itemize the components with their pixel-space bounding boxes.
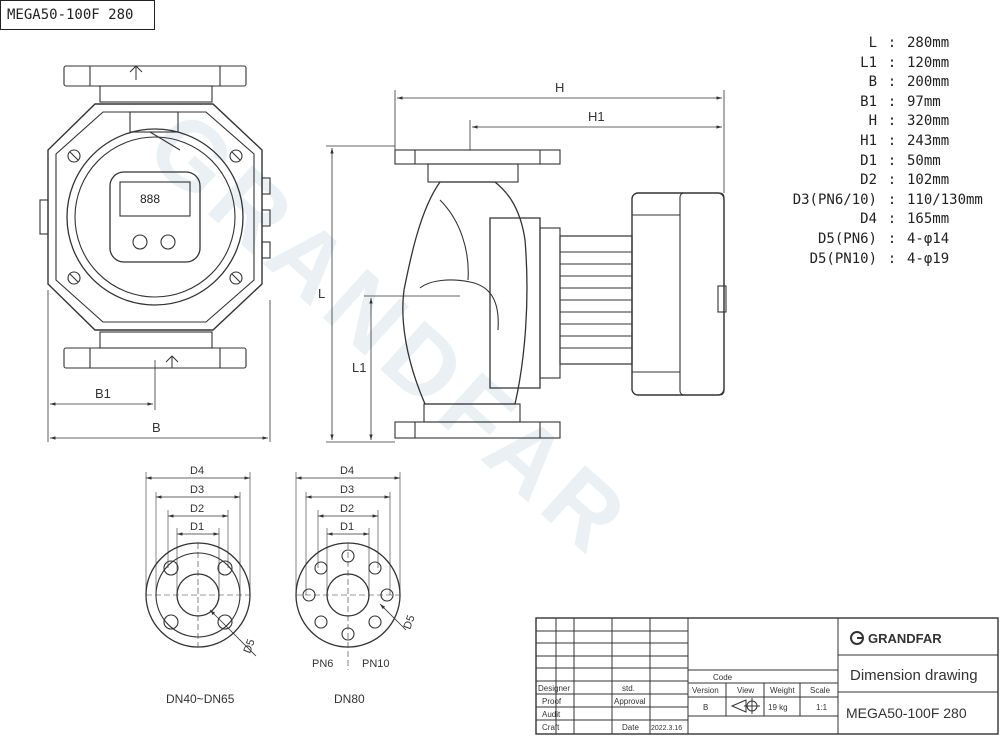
spec-key: L [868,35,877,51]
spec-row: L1:120mm [770,54,983,74]
spec-key: D5(PN10) [809,250,877,267]
spec-row: D3(PN6/10):110/130mm [770,191,983,211]
val-version: B [703,703,708,712]
role-craft: Craft [542,723,560,732]
spec-row: B:200mm [770,73,983,93]
spec-key: D1 [860,152,877,169]
spec-value: 200mm [907,74,950,91]
dim-l1: L1 [352,360,366,375]
spec-value: 4-φ19 [907,250,950,267]
flange2-pn6: PN6 [312,658,333,670]
dim-h1: H1 [588,109,605,124]
flange1-caption: DN40~DN65 [166,692,235,706]
dim-h: H [555,80,564,95]
model-number: MEGA50-100F 280 [846,705,967,721]
flange2-d3: D3 [340,484,354,496]
spec-value: 280mm [907,35,950,51]
spec-value: 165mm [907,211,950,228]
spec-row: B1:97mm [770,93,983,113]
flange2-d5: D5 [402,614,418,631]
role-audit: Audit [542,710,561,719]
spec-key: B1 [860,93,877,110]
flange1-d1: D1 [190,521,204,533]
code-label: Code [713,673,733,682]
spec-row: L:280mm [770,34,983,54]
spec-list: L:280mm L1:120mm B:200mm B1:97mm H:320mm… [770,34,983,269]
spec-value: 50mm [907,152,941,169]
spec-value: 120mm [907,54,950,71]
dim-b1: B1 [95,386,111,401]
flange1-d2: D2 [190,503,204,515]
doc-title: Dimension drawing [850,667,978,684]
spec-value: 97mm [907,93,941,110]
date-label: Date [622,723,639,732]
flange1-d3: D3 [190,484,204,496]
std-label: std. [622,684,635,693]
flange-view-dn40-65 [145,472,257,657]
flange2-d2: D2 [340,503,354,515]
spec-key: D3(PN6/10) [792,191,877,208]
spec-row: H:320mm [770,112,983,132]
spec-key: D4 [860,211,877,228]
approval-label: Approval [614,697,646,706]
spec-key: H [868,113,877,130]
role-proof: Proof [542,697,562,706]
spec-row: D5(PN6):4-φ14 [770,230,983,250]
dim-l: L [318,286,325,301]
spec-row: D1:50mm [770,152,983,172]
flange2-pn10: PN10 [362,658,390,670]
spec-key: L1 [860,54,877,71]
flange2-d4: D4 [340,465,354,477]
spec-row: D4:165mm [770,210,983,230]
val-weight: 19 kg [768,703,788,712]
role-designer: Designer [538,684,570,693]
spec-key: D5(PN6) [817,230,877,247]
spec-value: 102mm [907,172,950,189]
flange-view-dn80 [295,472,407,670]
spec-key: D2 [860,172,877,189]
spec-value: 110/130mm [907,191,983,208]
col-scale: Scale [810,686,831,695]
col-weight: Weight [770,686,796,695]
col-view: View [737,686,754,695]
brand-logo: GRANDFAR [868,631,942,646]
spec-value: 243mm [907,132,950,149]
flange1-d5: D5 [242,638,258,655]
spec-row: H1:243mm [770,132,983,152]
title-block [535,617,999,735]
col-version: Version [692,686,719,695]
spec-value: 4-φ14 [907,230,950,247]
spec-row: D5(PN10):4-φ19 [770,250,983,270]
spec-key: B [868,74,877,91]
val-scale: 1:1 [816,703,828,712]
front-view [39,65,271,369]
display-readout: 888 [140,192,160,206]
spec-row: D2:102mm [770,171,983,191]
flange1-d4: D4 [190,465,204,477]
dim-b: B [152,420,161,435]
model-title: MEGA50-100F 280 [0,0,155,30]
flange2-caption: DN80 [334,692,365,706]
date-value: 2022.3.16 [651,725,682,732]
spec-key: H1 [860,132,877,149]
side-view [394,149,727,439]
flange2-d1: D1 [340,521,354,533]
spec-value: 320mm [907,113,950,130]
